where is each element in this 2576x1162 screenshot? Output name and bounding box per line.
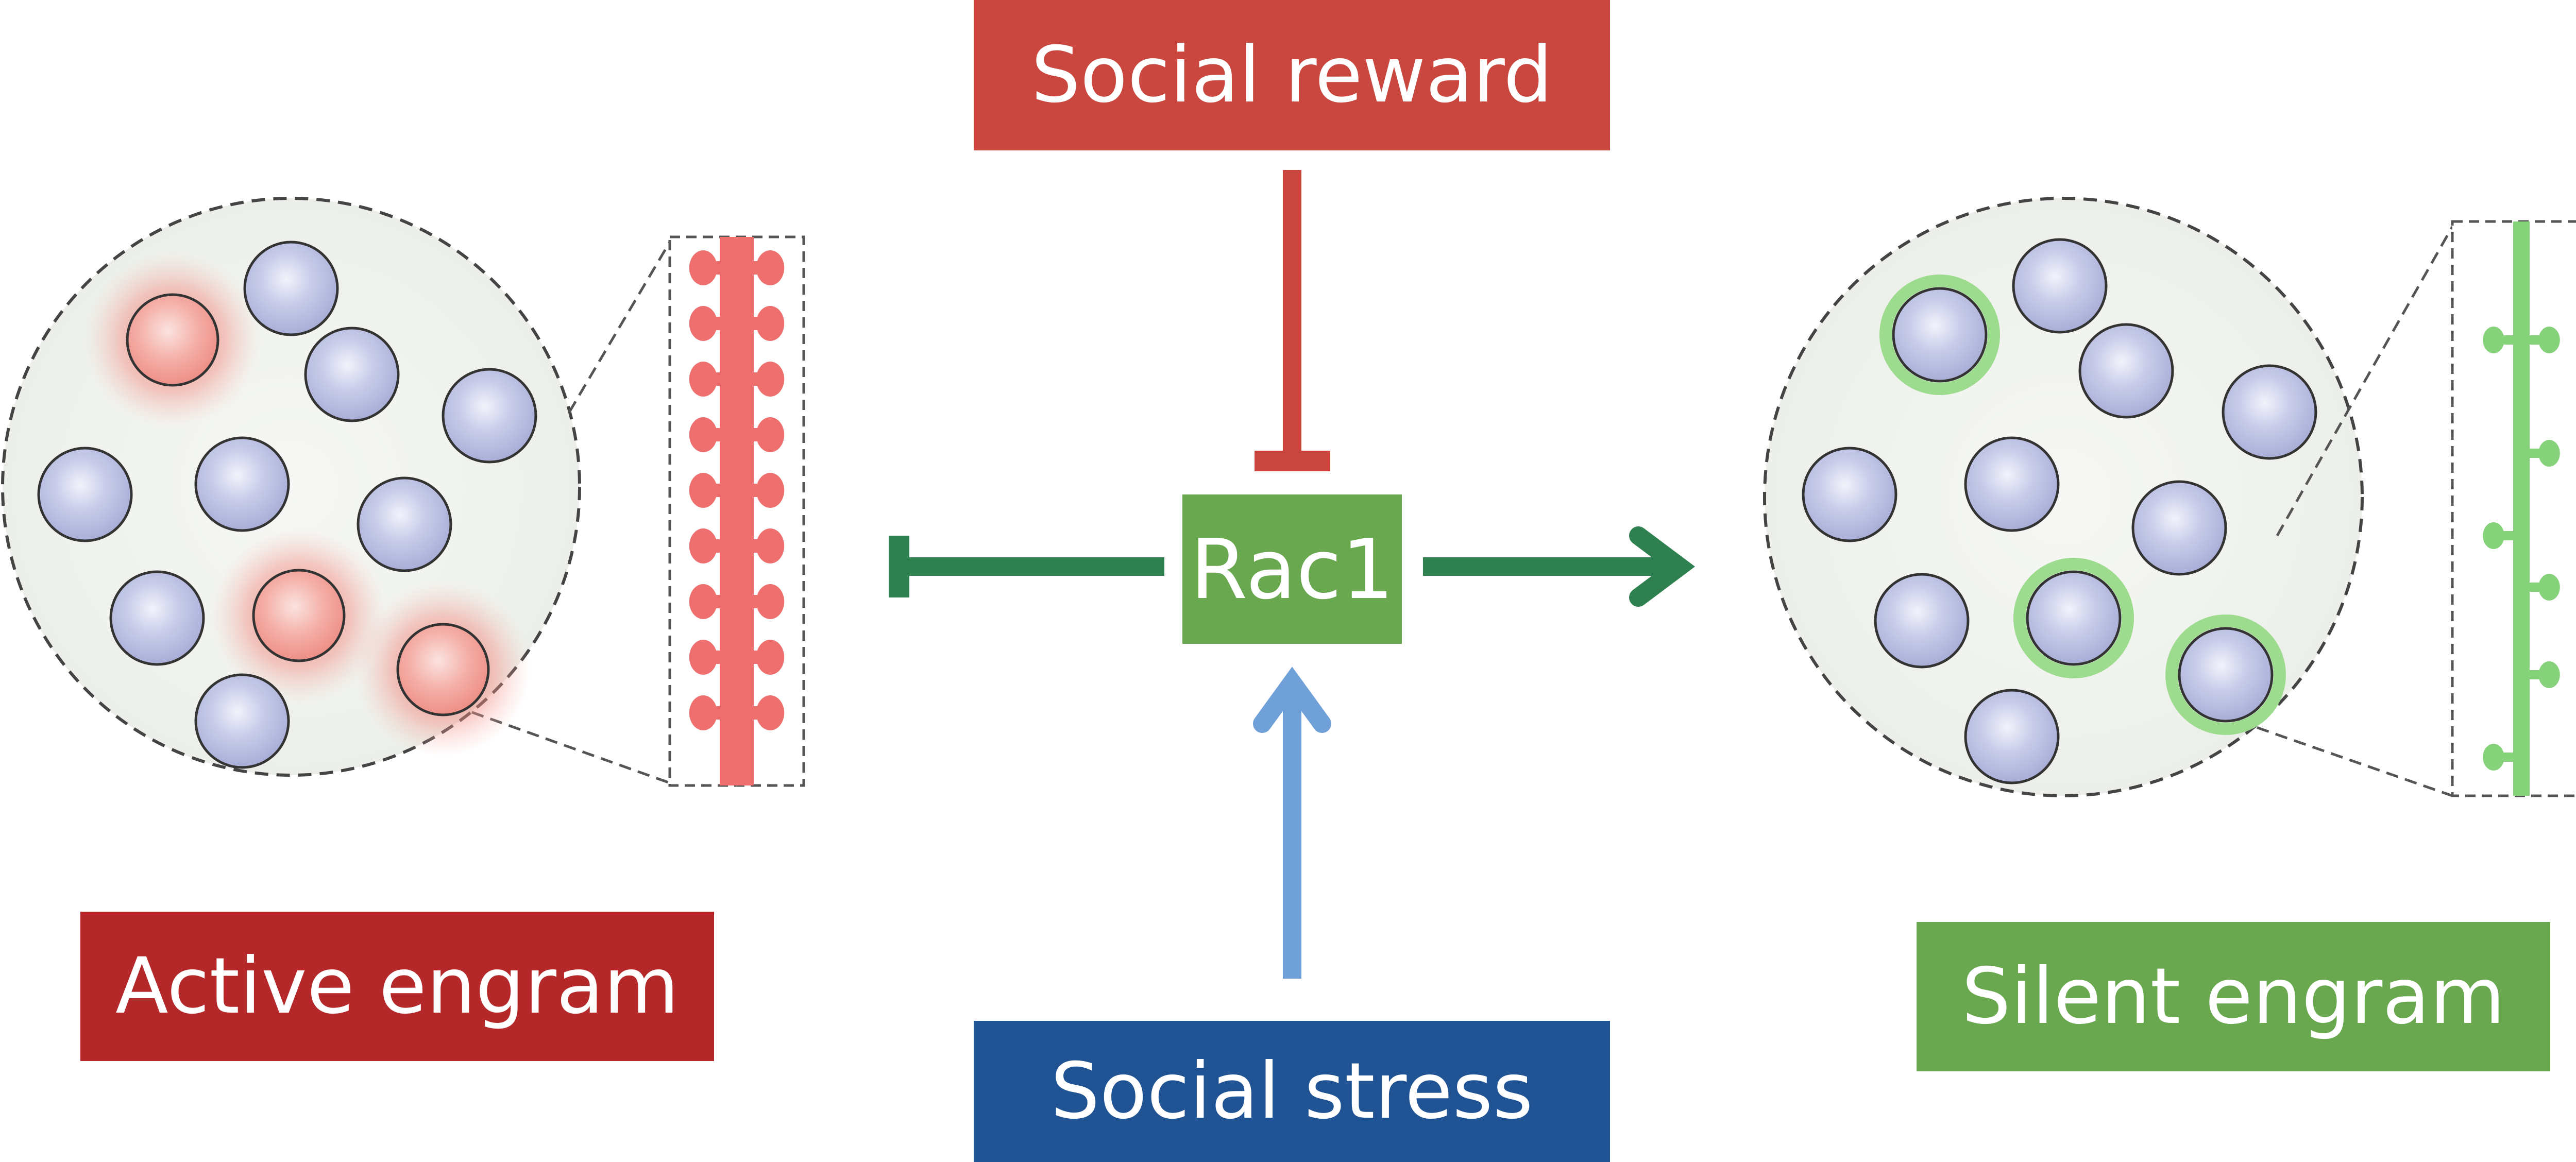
dendritic-spine-head (2483, 327, 2504, 353)
silent-cell-ring (2165, 614, 2286, 735)
dendritic-spine-head (689, 473, 718, 508)
social-reward-inhibition (1255, 170, 1330, 471)
dendritic-spine-head (756, 250, 785, 285)
neuron-cell (109, 570, 205, 666)
dendritic-spine-head (689, 250, 718, 285)
neuron-cell (2012, 238, 2108, 334)
social-stress-box: Social stress (974, 1021, 1610, 1162)
dendritic-spine-head (756, 417, 785, 452)
dendritic-spine-head (756, 306, 785, 341)
neuron-cell (37, 447, 133, 542)
silent-cell-ring (2013, 558, 2134, 678)
dendritic-spine-head (2483, 744, 2504, 771)
neuron-cell (243, 241, 339, 336)
silent-engram-label: Silent engram (1917, 922, 2550, 1071)
neuron-cell (442, 368, 537, 464)
active-engram-label: Active engram (80, 912, 714, 1061)
dendritic-spine-head (2538, 440, 2560, 467)
neuron-cell (357, 476, 452, 572)
dendritic-spine-head (689, 640, 718, 675)
dendritic-spine-head (2538, 661, 2560, 688)
rac1-box: Rac1 (1182, 494, 1402, 644)
dendritic-spine-head (689, 584, 718, 619)
rac1-inhibits-active-engram (889, 536, 1164, 597)
neuron-cell (1964, 436, 2060, 532)
dendritic-spine-head (689, 306, 718, 341)
dendritic-spine-head (756, 473, 785, 508)
dendritic-spine-head (689, 695, 718, 730)
silent-cell (1892, 287, 1988, 383)
dendritic-spine-head (689, 528, 718, 563)
active-engram-illustration (1, 197, 805, 787)
neuron-cell (194, 673, 290, 769)
dendritic-spine-head (756, 640, 785, 675)
active-cell (252, 569, 346, 662)
social-stress-activates-rac1 (1253, 667, 1331, 979)
neuron-cell (304, 327, 400, 422)
dendritic-spine-head (2538, 327, 2560, 353)
rac1-promotes-silent-engram (1423, 526, 1695, 607)
silent-cell (2026, 570, 2122, 666)
silent-cell-ring (1879, 275, 2000, 395)
dendritic-spine-head (689, 417, 718, 452)
neuron-cell (2078, 323, 2174, 419)
neuron-cell (1802, 447, 1897, 542)
neuron-cell (2222, 364, 2317, 460)
zoom-line-top (568, 241, 671, 413)
zoom-line-top (2276, 226, 2454, 537)
dendritic-spine-head (756, 695, 785, 730)
dendritic-spine-head (2483, 522, 2504, 549)
active-cell (396, 623, 490, 716)
social-reward-box: Social reward (974, 0, 1610, 150)
dendritic-spine-head (756, 528, 785, 563)
dendritic-spine-head (756, 584, 785, 619)
neuron-cell (1874, 573, 1970, 669)
dendritic-spine-head (689, 362, 718, 397)
neuron-cell (2131, 480, 2227, 576)
silent-dendrite-zoom (2451, 220, 2576, 797)
silent-cell (2178, 627, 2274, 723)
dendritic-spine-head (756, 362, 785, 397)
dendritic-spine-head (2538, 574, 2560, 601)
zoom-line-bottom (2238, 720, 2453, 797)
active-cell (126, 293, 219, 387)
active-dendrite-zoom (668, 235, 805, 787)
neuron-cell (194, 436, 290, 532)
neuron-cell (1964, 689, 2060, 784)
silent-engram-illustration (1763, 197, 2576, 797)
